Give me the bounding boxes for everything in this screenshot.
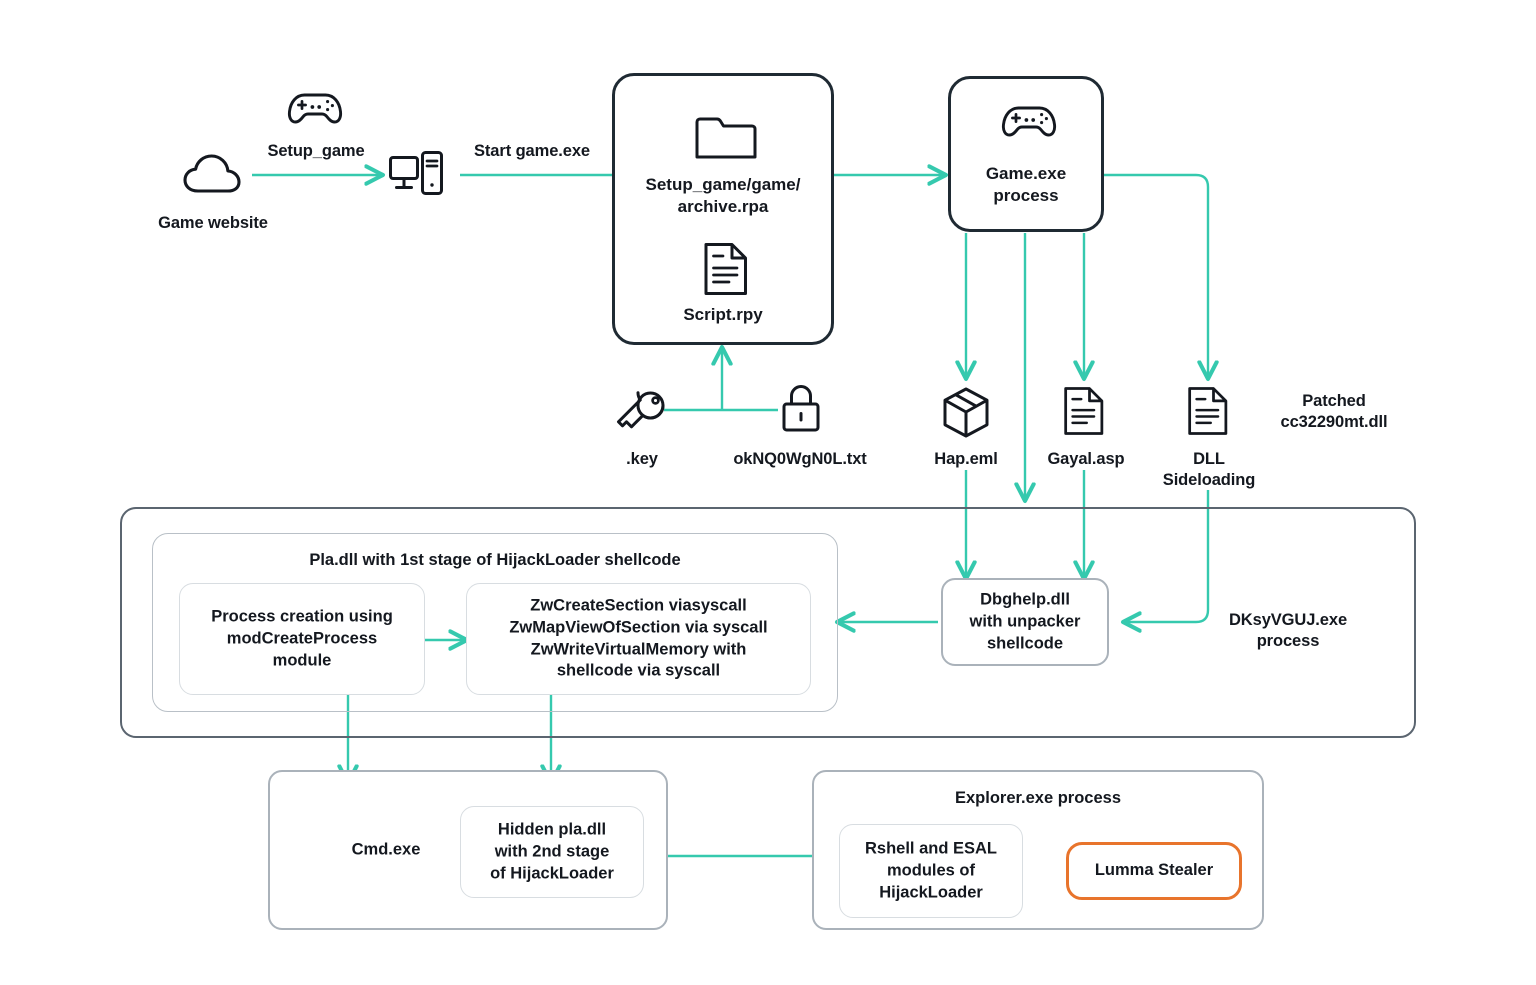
hidden-pla-dll-label: Hidden pla.dll with 2nd stage of HijackL… xyxy=(490,820,614,882)
zw-syscalls-box[interactable]: ZwCreateSection viasyscall ZwMapViewOfSe… xyxy=(466,583,811,695)
pla-dll-container[interactable]: Pla.dll with 1st stage of HijackLoader s… xyxy=(152,533,838,712)
lumma-stealer-label: Lumma Stealer xyxy=(1094,861,1214,880)
edge-game-to-dllsideloading xyxy=(1104,173,1208,378)
key-icon xyxy=(616,385,668,433)
patched-dll-label: Patched cc32290mt.dll xyxy=(1280,392,1388,432)
gayal-asp-label: Gayal.asp xyxy=(1047,450,1125,468)
hijackloader-stage-container xyxy=(120,507,1416,738)
explorer-exe-box[interactable]: Explorer.exe process Rshell and ESAL mod… xyxy=(812,770,1264,930)
process-creation-box[interactable]: Process creation using modCreateProcess … xyxy=(179,583,425,695)
edge-label-start-gameexe: Start game.exe xyxy=(474,142,590,160)
process-creation-label: Process creation using modCreateProcess … xyxy=(211,607,393,669)
folder-icon xyxy=(694,113,758,163)
hap-eml-label: Hap.eml xyxy=(934,450,998,468)
cmd-exe-box[interactable]: Cmd.exe Hidden pla.dll with 2nd stage of… xyxy=(268,770,668,930)
dksy-process-label: DKsyVGUJ.exe process xyxy=(1228,611,1348,651)
document-icon xyxy=(702,240,750,298)
script-rpy-label: Script.rpy xyxy=(683,305,763,324)
padlock-icon xyxy=(779,382,823,436)
setup-game-box[interactable]: Setup_game/game/ archive.rpa Script.rpy xyxy=(612,73,834,345)
gamepad-icon xyxy=(287,88,343,128)
dbghelp-dll-box[interactable]: Dbghelp.dll with unpacker shellcode xyxy=(941,578,1109,666)
dbghelp-dll-label: Dbghelp.dll with unpacker shellcode xyxy=(969,590,1081,652)
desktop-computer-icon xyxy=(388,150,444,198)
game-exe-process-label: Game.exe process xyxy=(985,164,1067,206)
lock-txt-file-label: okNQ0WgN0L.txt xyxy=(733,450,867,468)
lumma-stealer-box[interactable]: Lumma Stealer xyxy=(1066,842,1242,900)
setup-archive-label: Setup_game/game/ archive.rpa xyxy=(645,175,801,217)
hidden-pla-dll-box[interactable]: Hidden pla.dll with 2nd stage of HijackL… xyxy=(460,806,644,898)
game-exe-process-box[interactable]: Game.exe process xyxy=(948,76,1104,232)
zw-syscalls-label: ZwCreateSection viasyscall ZwMapViewOfSe… xyxy=(509,596,768,680)
cloud-icon xyxy=(182,150,244,196)
game-website-label: Game website xyxy=(158,214,268,232)
rshell-esal-label: Rshell and ESAL modules of HijackLoader xyxy=(864,839,998,901)
document-icon xyxy=(1186,384,1230,438)
cmd-exe-label: Cmd.exe xyxy=(351,840,421,859)
gamepad-icon xyxy=(1001,101,1057,141)
explorer-exe-title: Explorer.exe process xyxy=(954,789,1121,807)
package-icon xyxy=(941,386,991,440)
document-icon xyxy=(1062,384,1106,438)
pla-dll-title: Pla.dll with 1st stage of HijackLoader s… xyxy=(309,551,681,569)
edge-label-setup-game: Setup_game xyxy=(267,142,365,160)
rshell-esal-box[interactable]: Rshell and ESAL modules of HijackLoader xyxy=(839,824,1023,918)
dll-sideloading-label: DLL Sideloading xyxy=(1162,450,1256,490)
key-file-label: .key xyxy=(626,450,658,468)
